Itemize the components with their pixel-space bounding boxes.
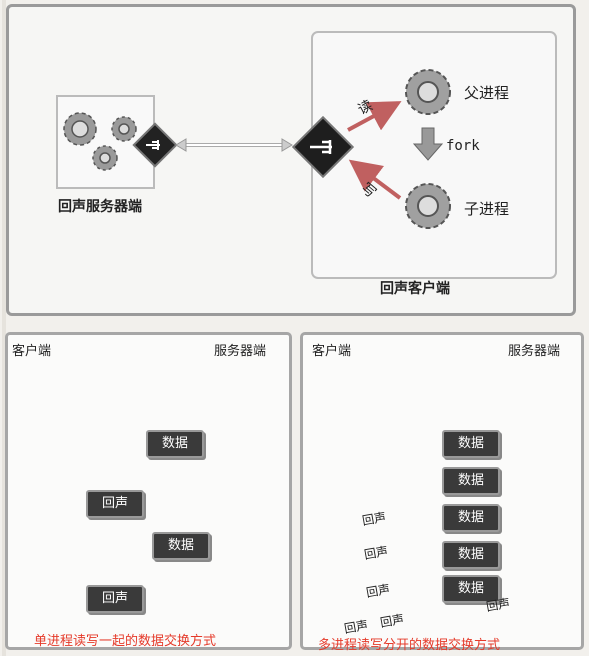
- connection-arrow: [175, 138, 293, 152]
- background-strip: [2, 0, 6, 656]
- data-box: 数据: [442, 467, 500, 495]
- gear-icon: [92, 145, 118, 171]
- write-arrow: [348, 159, 402, 200]
- data-box: 数据: [442, 504, 500, 532]
- server-label: 服务器端: [508, 344, 561, 359]
- fork-arrow: [412, 127, 444, 161]
- server-label: 回声服务器端: [58, 199, 142, 215]
- data-box: 数据: [146, 430, 204, 458]
- gear-icon: [111, 116, 137, 142]
- echo-box: 回声: [86, 490, 144, 518]
- client-label: 客户端: [12, 344, 52, 359]
- parent-process-label: 父进程: [464, 84, 510, 102]
- data-box: 数据: [152, 532, 210, 560]
- data-box: 数据: [442, 541, 500, 569]
- child-process-label: 子进程: [464, 200, 510, 218]
- data-box: 数据: [442, 575, 500, 603]
- gear-icon: [405, 183, 451, 229]
- gear-icon: [63, 112, 97, 146]
- client-box: [311, 31, 557, 279]
- client-label: 回声客户端: [380, 281, 450, 297]
- fork-label: fork: [446, 138, 480, 154]
- client-label: 客户端: [312, 344, 352, 359]
- plug-icon: [291, 115, 355, 179]
- single-process-panel: [5, 332, 292, 650]
- echo-box: 回声: [86, 585, 144, 613]
- gear-icon: [405, 69, 451, 115]
- multi-process-caption: 多进程读写分开的数据交换方式: [318, 638, 501, 653]
- plug-icon: [132, 122, 178, 168]
- single-process-caption: 单进程读写一起的数据交换方式: [34, 634, 217, 649]
- read-arrow: [347, 101, 402, 132]
- data-box: 数据: [442, 430, 500, 458]
- server-label: 服务器端: [214, 344, 267, 359]
